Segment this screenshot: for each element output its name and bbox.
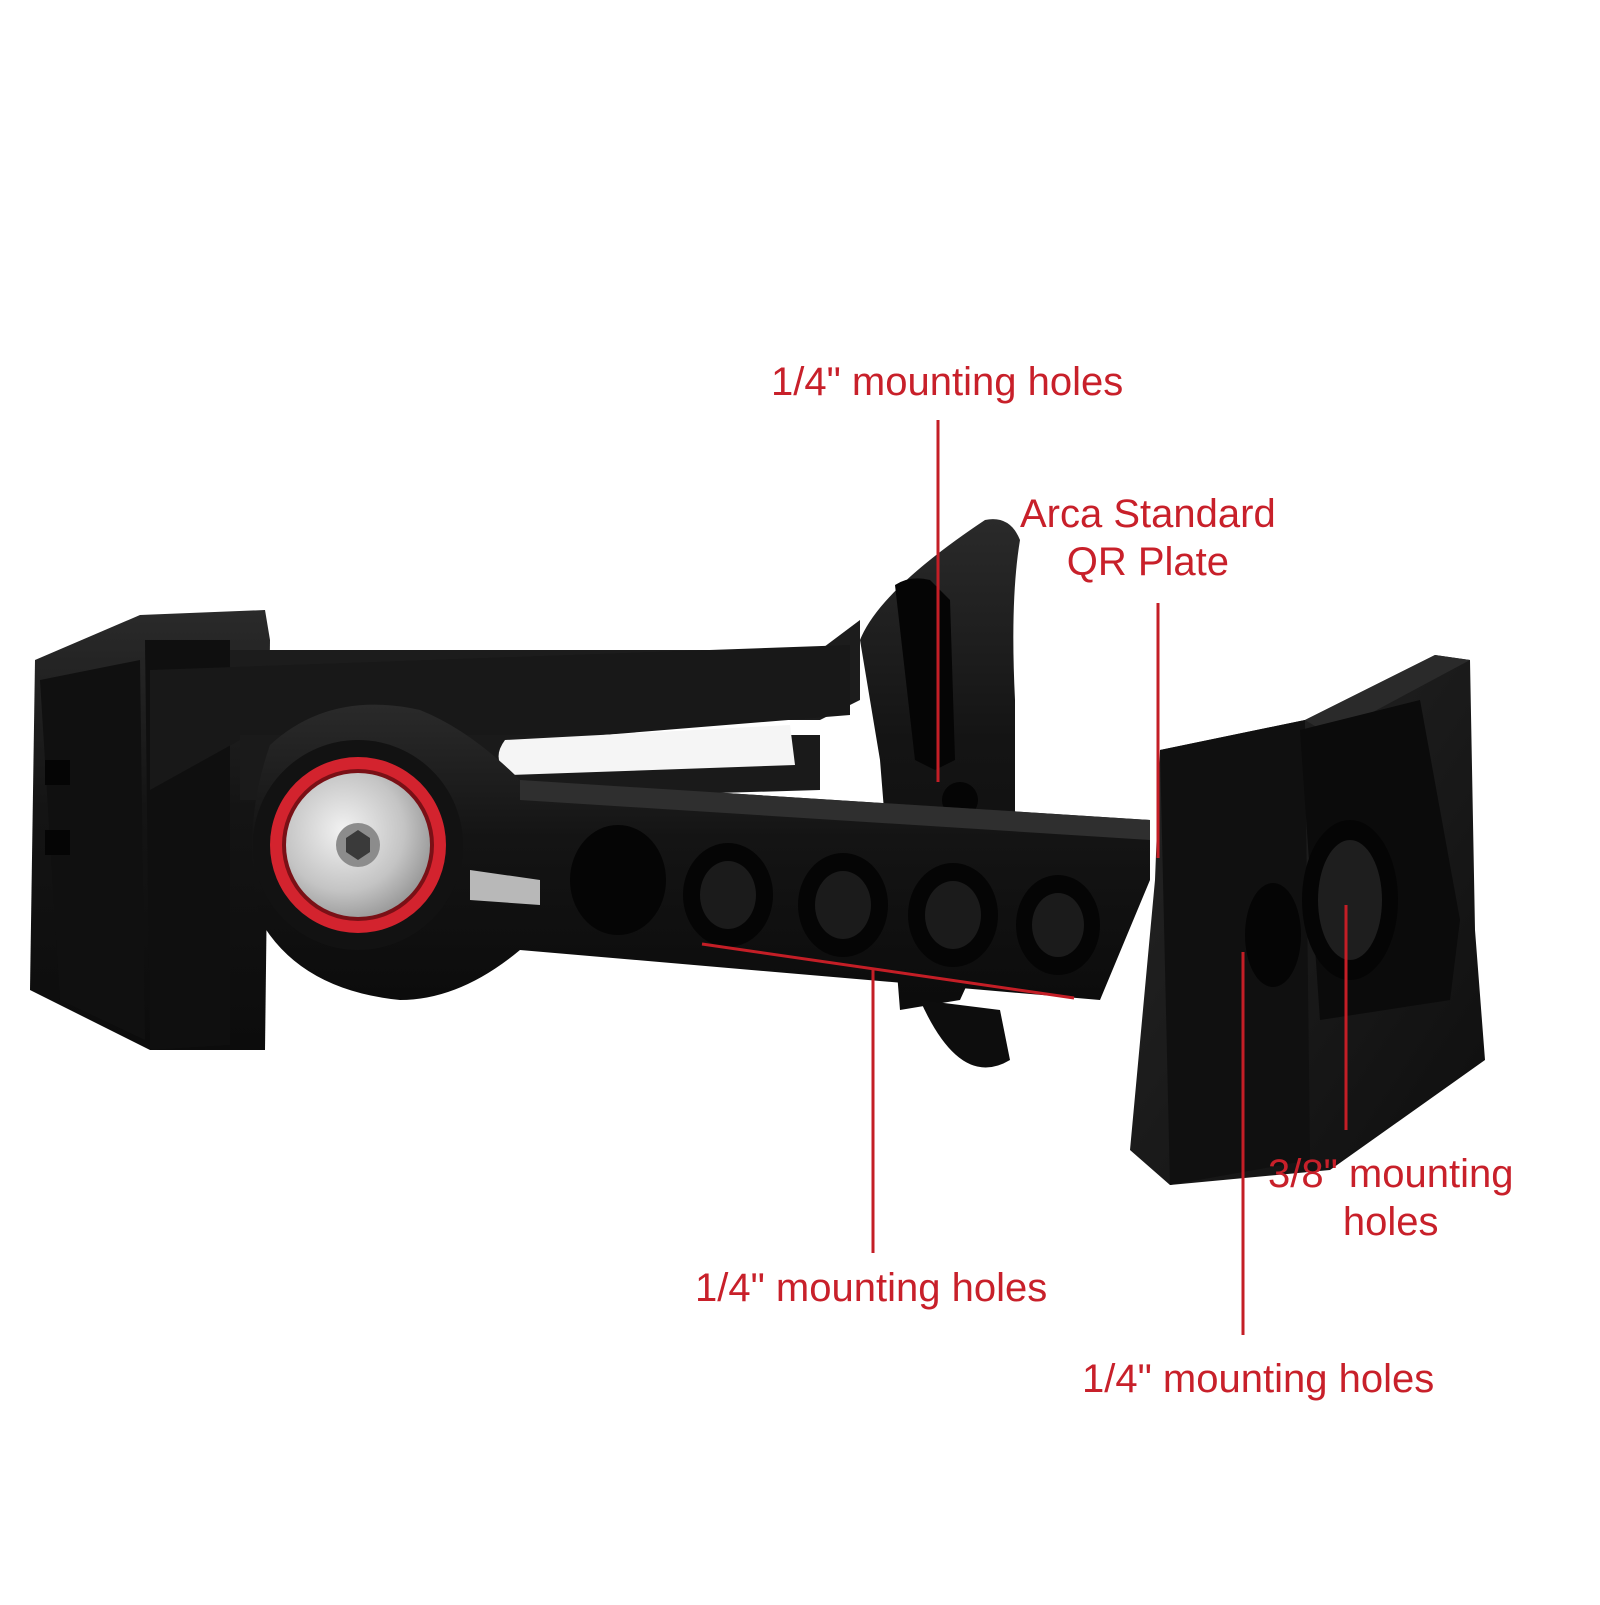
label-bottom-mounting-holes-text: 1/4" mounting holes: [695, 1266, 1048, 1310]
arm-holes: [570, 825, 1100, 975]
arm-hole: [570, 825, 666, 935]
label-arca-qr-plate: Arca Standard QR Plate: [1020, 490, 1276, 586]
plate-hole-small: [1245, 883, 1301, 987]
leader-bottom-bar: [701, 942, 1075, 1000]
phone-clamp: [30, 610, 860, 1050]
label-right-38-line2: holes: [1342, 1200, 1439, 1244]
label-top-mounting-holes-text: 1/4" mounting holes: [771, 360, 1124, 404]
label-arca-line2: QR Plate: [1066, 540, 1229, 584]
label-right-38-mounting-holes: 3/8" mounting holes: [1268, 1150, 1513, 1246]
leader-lines: [701, 420, 1348, 1335]
label-right-38-line1: 3/8" mounting: [1268, 1152, 1514, 1196]
locking-knob: [253, 740, 540, 950]
label-right-14-mounting-holes: 1/4" mounting holes: [1082, 1355, 1434, 1403]
label-arca-line1: Arca Standard: [1020, 492, 1276, 536]
label-right-14-text: 1/4" mounting holes: [1082, 1357, 1435, 1401]
label-bottom-mounting-holes: 1/4" mounting holes: [695, 1264, 1047, 1312]
label-top-mounting-holes: 1/4" mounting holes: [771, 358, 1123, 406]
arca-qr-plate: [1130, 655, 1485, 1185]
